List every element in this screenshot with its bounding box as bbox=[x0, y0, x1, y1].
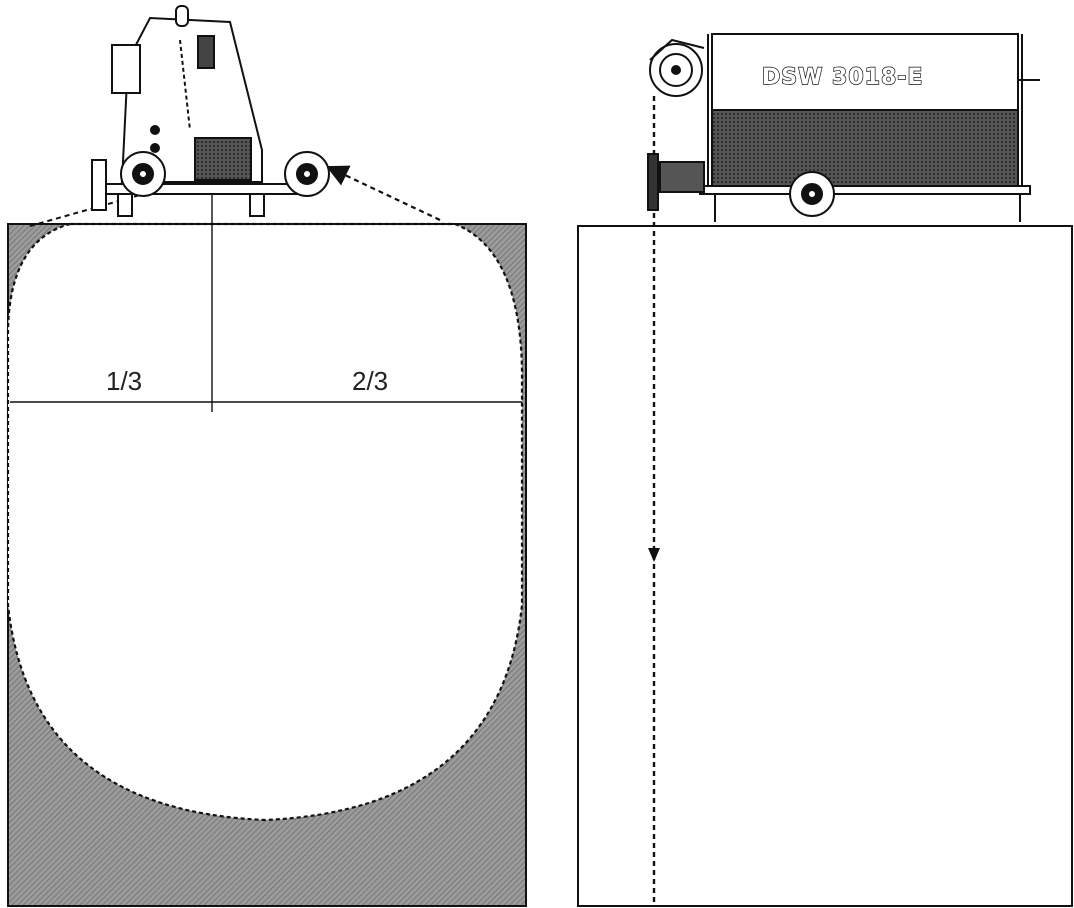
wire-direction-arrow bbox=[648, 548, 660, 562]
dimension-left-label: 1/3 bbox=[106, 366, 142, 396]
wire-saw-side-view bbox=[647, 33, 1040, 222]
wire-path-left bbox=[29, 194, 141, 227]
material-outline bbox=[577, 225, 1073, 907]
right-side-view: DSW 3018-E bbox=[577, 33, 1073, 907]
dimension-right-label: 2/3 bbox=[352, 366, 388, 396]
wire-path-arrow bbox=[326, 165, 441, 221]
machine-model-label: DSW 3018-E bbox=[762, 65, 923, 90]
left-cross-section-view: 1/3 2/3 bbox=[6, 5, 527, 907]
wire-saw-front-view bbox=[91, 5, 330, 217]
cut-opening bbox=[6, 222, 524, 822]
